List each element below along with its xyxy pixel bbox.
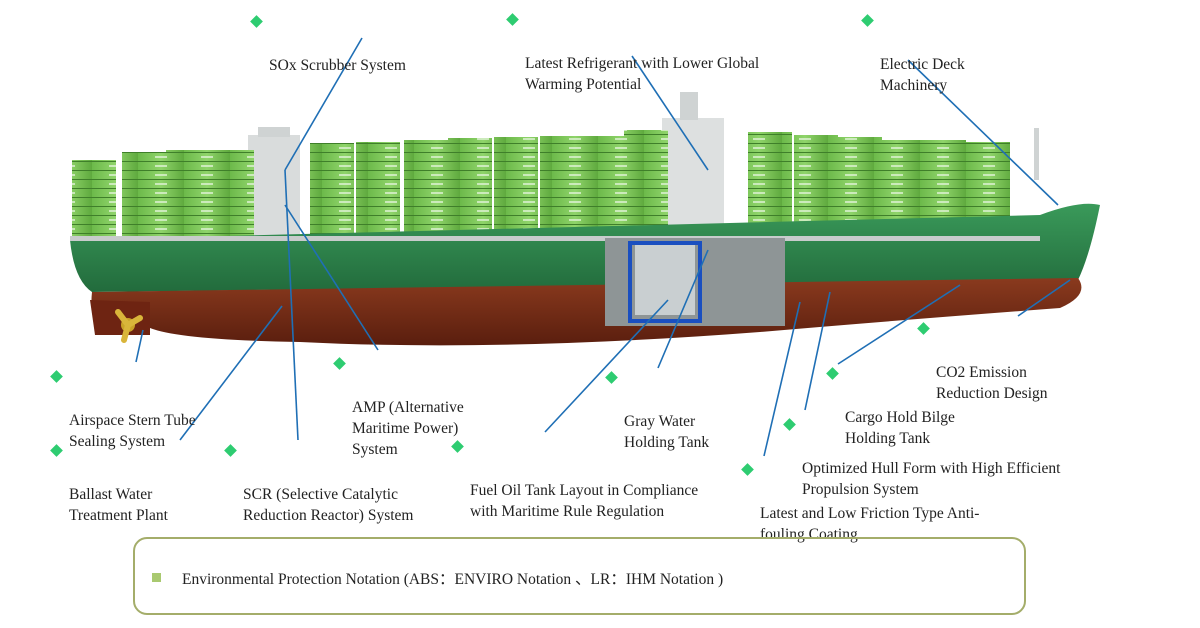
- callout-marker-icon: [741, 463, 754, 476]
- bow-mast: [1034, 128, 1039, 180]
- propeller: [115, 309, 143, 343]
- callout-marker-icon: [50, 370, 63, 383]
- callout-marker-icon: [605, 371, 618, 384]
- callout-sox-scrubber: SOx Scrubber System: [250, 13, 406, 97]
- deck-structures: [248, 92, 1039, 245]
- callout-text: Airspace Stern Tube Sealing System: [69, 412, 196, 450]
- leader-line: [837, 284, 961, 365]
- container-bay: [748, 132, 792, 238]
- callout-marker-icon: [333, 357, 346, 370]
- callout-hull-form: Optimized Hull Form with High Efficient …: [783, 416, 1061, 521]
- leader-line: [179, 305, 283, 441]
- callout-text: Ballast Water Treatment Plant: [69, 486, 168, 524]
- callout-marker-icon: [783, 418, 796, 431]
- container-bay: [210, 150, 254, 238]
- callout-refrigerant: Latest Refrigerant with Lower Global War…: [506, 11, 760, 116]
- bridge-house: [662, 118, 724, 236]
- callout-marker-icon: [224, 444, 237, 457]
- callout-amp: AMP (Alternative Maritime Power) System: [333, 355, 464, 481]
- callout-electric-deck: Electric Deck Machinery: [861, 12, 965, 117]
- callout-text: Electric Deck Machinery: [880, 56, 965, 94]
- callout-text: SCR (Selective Catalytic Reduction React…: [243, 486, 414, 524]
- container-bay: [310, 143, 354, 238]
- container-bay: [166, 150, 210, 238]
- container-bay: [540, 136, 584, 238]
- deck-line: [70, 236, 1040, 241]
- leader-line: [135, 329, 144, 363]
- container-bay: [122, 152, 166, 238]
- container-bay: [448, 138, 492, 238]
- container-bay: [404, 140, 448, 238]
- container-bay: [494, 137, 538, 238]
- legend-text: Environmental Protection Notation (ABS：E…: [182, 571, 724, 588]
- legend-marker-icon: [152, 573, 161, 582]
- leader-line: [1017, 279, 1071, 317]
- leader-line: [284, 204, 379, 351]
- propeller-blades: [115, 309, 143, 343]
- callout-text: Optimized Hull Form with High Efficient …: [802, 460, 1061, 498]
- callout-text: Cargo Hold Bilge Holding Tank: [845, 409, 955, 447]
- leader-line: [284, 37, 363, 171]
- hull-bottom-antifouling: [91, 278, 1082, 346]
- scrubber-top: [258, 127, 290, 137]
- leader-lines: [135, 37, 1071, 457]
- callout-text: Latest Refrigerant with Lower Global War…: [525, 55, 760, 93]
- leader-line: [284, 169, 299, 441]
- leader-line: [763, 301, 801, 457]
- cargo-hold-cells: [635, 245, 695, 315]
- leader-line: [907, 59, 1059, 206]
- funnel-house: [248, 135, 300, 245]
- callout-marker-icon: [861, 14, 874, 27]
- callout-co2: CO2 Emission Reduction Design: [917, 320, 1048, 425]
- callout-marker-icon: [917, 322, 930, 335]
- leader-line: [631, 55, 709, 171]
- callout-fuel-oil: Fuel Oil Tank Layout in Compliance with …: [451, 438, 699, 543]
- callout-marker-icon: [250, 15, 263, 28]
- callout-text: CO2 Emission Reduction Design: [936, 364, 1048, 402]
- callout-gray-water: Gray Water Holding Tank: [605, 369, 710, 474]
- callout-scr: SCR (Selective Catalytic Reduction React…: [224, 442, 414, 547]
- callout-ballast: Ballast Water Treatment Plant: [50, 442, 168, 547]
- container-bay: [624, 130, 668, 238]
- leader-line: [657, 249, 709, 369]
- container-bay: [72, 160, 116, 238]
- leader-line: [804, 291, 831, 411]
- callout-text: Fuel Oil Tank Layout in Compliance with …: [470, 482, 699, 520]
- fuel-tank-outline: [628, 241, 702, 323]
- notation-legend: Environmental Protection Notation (ABS：E…: [133, 537, 1026, 615]
- leader-line: [544, 299, 669, 433]
- callout-bilge: Cargo Hold Bilge Holding Tank: [826, 365, 955, 470]
- container-bay: [584, 136, 628, 238]
- callout-marker-icon: [826, 367, 839, 380]
- container-bay: [356, 142, 400, 238]
- callout-text: AMP (Alternative Maritime Power) System: [352, 399, 464, 458]
- callout-marker-icon: [506, 13, 519, 26]
- bridge-mast: [680, 92, 698, 120]
- callout-text: Gray Water Holding Tank: [624, 413, 710, 451]
- callout-stern-tube: Airspace Stern Tube Sealing System: [50, 368, 196, 473]
- callout-text: SOx Scrubber System: [269, 57, 406, 74]
